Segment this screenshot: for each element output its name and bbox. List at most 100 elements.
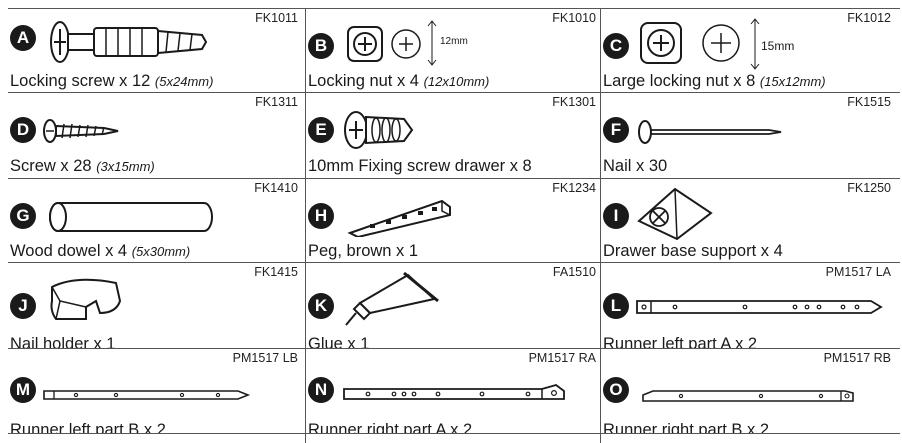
part-cell-l: PM1517 LA L Runner left part A x 2 (601, 263, 897, 348)
part-label: Runner right part A x 2 (308, 421, 472, 433)
part-name: Peg, brown x 1 (308, 242, 419, 260)
part-name: Screw x 28 (10, 157, 92, 175)
grid-line (8, 178, 900, 179)
part-dimensions: (3x15mm) (96, 159, 155, 174)
part-code: FK1250 (847, 181, 891, 195)
part-letter-badge: F (603, 117, 629, 143)
locking-nut-icon (347, 26, 421, 62)
part-dimensions: (12x10mm) (423, 74, 490, 89)
part-code: FK1234 (552, 181, 596, 195)
part-name: Locking screw x 12 (10, 72, 151, 90)
part-name: Nail holder x 1 (10, 335, 116, 348)
part-letter-badge: D (10, 117, 36, 143)
part-name: 10mm Fixing screw drawer x 8 (308, 157, 532, 175)
locking-screw-icon (50, 21, 208, 63)
part-label: Locking screw x 12 (5x24mm) (10, 72, 213, 91)
part-letter-badge: K (308, 293, 334, 319)
part-label: Glue x 1 (308, 335, 369, 348)
nail-holder-icon (50, 278, 122, 320)
runner-right-a-icon (343, 384, 565, 400)
part-code: FK1410 (254, 181, 298, 195)
part-letter-badge: M (10, 377, 36, 403)
part-label: Runner left part A x 2 (603, 335, 757, 348)
part-dimensions: (15x12mm) (759, 74, 826, 89)
part-letter-badge: G (10, 203, 36, 229)
part-label: 10mm Fixing screw drawer x 8 (308, 157, 532, 176)
part-label: Large locking nut x 8 (15x12mm) (603, 72, 826, 91)
part-name: Glue x 1 (308, 335, 370, 348)
part-letter-badge: B (308, 33, 334, 59)
part-cell-i: FK1250 I Drawer base support x 4 (601, 179, 897, 262)
grid-line (8, 433, 900, 434)
part-letter-badge: J (10, 293, 36, 319)
part-cell-k: FA1510 K Glue x 1 (306, 263, 602, 348)
part-letter-badge: C (603, 33, 629, 59)
grid-line (600, 8, 601, 443)
part-label: Screw x 28 (3x15mm) (10, 157, 155, 176)
part-measure: 15mm (761, 39, 795, 53)
part-label: Nail x 30 (603, 157, 667, 176)
glue-tube-icon (345, 271, 439, 326)
grid-line (8, 8, 900, 9)
part-name: Locking nut x 4 (308, 72, 419, 90)
part-cell-n: PM1517 RA N Runner right part A x 2 (306, 349, 602, 433)
wood-dowel-icon (49, 202, 213, 232)
part-cell-m: PM1517 LB M Runner left part B x 2 (8, 349, 304, 433)
part-letter-badge: O (603, 377, 629, 403)
part-code: FK1311 (255, 95, 298, 109)
part-name: Runner right part B x 2 (603, 421, 769, 433)
part-name: Runner right part A x 2 (308, 421, 473, 433)
large-locking-nut-icon (640, 22, 740, 64)
part-cell-a: FK1011 A Locking screw x 12 (5x24mm) (8, 9, 304, 92)
part-label: Nail holder x 1 (10, 335, 115, 348)
part-label: Runner left part B x 2 (10, 421, 166, 433)
part-letter-badge: A (10, 25, 36, 51)
part-label: Locking nut x 4 (12x10mm) (308, 72, 489, 91)
part-cell-g: FK1410 G Wood dowel x 4 (5x30mm) (8, 179, 304, 262)
drawer-base-support-icon (637, 187, 713, 241)
part-cell-b: FK1010 B 12mm Locking nut x 4 (12x10mm) (306, 9, 602, 92)
part-code: FK1415 (254, 265, 298, 279)
part-name: Nail x 30 (603, 157, 668, 175)
dimension-arrow-icon (427, 20, 437, 66)
part-code: FK1010 (552, 11, 596, 25)
peg-icon (347, 199, 451, 237)
part-name: Runner left part A x 2 (603, 335, 758, 348)
part-code: PM1517 LA (825, 265, 891, 279)
part-name: Large locking nut x 8 (603, 72, 756, 90)
runner-right-b-icon (642, 390, 854, 402)
part-code: PM1517 LB (232, 351, 298, 365)
part-cell-f: FK1515 F Nail x 30 (601, 93, 897, 178)
part-letter-badge: N (308, 377, 334, 403)
grid-line (8, 262, 900, 263)
part-letter-badge: H (308, 203, 334, 229)
part-dimensions: (5x30mm) (131, 244, 191, 259)
grid-line (8, 348, 900, 349)
fixing-screw-icon (344, 111, 414, 149)
part-code: FK1012 (847, 11, 891, 25)
part-cell-e: FK1301 E 10mm Fixing screw drawer x 8 (306, 93, 602, 178)
part-label: Drawer base support x 4 (603, 242, 783, 261)
part-label: Runner right part B x 2 (603, 421, 769, 433)
part-name: Wood dowel x 4 (10, 242, 128, 260)
screw-icon (43, 119, 119, 143)
part-label: Peg, brown x 1 (308, 242, 418, 261)
parts-list: FK1011 A Locking screw x 12 (5x24mm) FK1… (8, 8, 900, 443)
part-code: PM1517 RA (528, 351, 596, 365)
part-dimensions: (5x24mm) (154, 74, 214, 89)
part-code: FA1510 (552, 265, 596, 279)
part-name: Runner left part B x 2 (10, 421, 166, 433)
grid-line (305, 8, 306, 443)
part-cell-d: FK1311 D Screw x 28 (3x15mm) (8, 93, 304, 178)
part-letter-badge: L (603, 293, 629, 319)
part-code: PM1517 RB (823, 351, 891, 365)
part-cell-o: PM1517 RB O Runner right part B x 2 (601, 349, 897, 433)
part-cell-c: FK1012 C 15mm Large locking nut x 8 (15x… (601, 9, 897, 92)
part-letter-badge: E (308, 117, 334, 143)
part-code: FK1515 (847, 95, 891, 109)
grid-line (8, 92, 900, 93)
runner-left-a-icon (636, 300, 883, 314)
part-label: Wood dowel x 4 (5x30mm) (10, 242, 190, 261)
part-cell-j: FK1415 J Nail holder x 1 (8, 263, 304, 348)
part-measure: 12mm (440, 36, 468, 47)
